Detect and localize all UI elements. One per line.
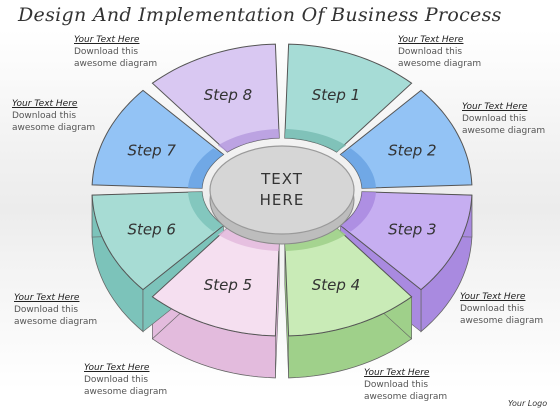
note-heading: Your Text Here bbox=[84, 363, 150, 373]
step-labels: Step 1 Step 2 Step 3 Step 4 Step 5 Step 6 Step… bbox=[127, 86, 436, 294]
segment-inner-band bbox=[188, 191, 224, 232]
note-line1: Download this bbox=[398, 47, 463, 57]
segment-inner-band bbox=[340, 191, 376, 232]
note-heading: Your Text Here bbox=[398, 35, 464, 45]
segment-inner-band bbox=[217, 129, 280, 152]
step-label-6: Step 6 bbox=[127, 220, 175, 238]
note-line2: awesome diagram bbox=[74, 59, 158, 69]
note-bottom-left: Your Text Here Download this awesome dia… bbox=[84, 362, 194, 398]
note-line2: awesome diagram bbox=[364, 392, 448, 402]
note-line1: Download this bbox=[12, 111, 77, 121]
note-line2: awesome diagram bbox=[460, 316, 544, 326]
note-upper-left: Your Text Here Download this awesome dia… bbox=[12, 98, 122, 134]
note-line2: awesome diagram bbox=[84, 387, 168, 397]
page-title: Design And Implementation Of Business Pr… bbox=[18, 4, 502, 26]
center-text-line2: HERE bbox=[260, 191, 305, 209]
note-line2: awesome diagram bbox=[12, 123, 96, 133]
step-label-2: Step 2 bbox=[388, 142, 436, 160]
step-label-3: Step 3 bbox=[388, 220, 436, 238]
step-label-8: Step 8 bbox=[204, 86, 252, 104]
note-line1: Download this bbox=[462, 114, 527, 124]
note-heading: Your Text Here bbox=[364, 368, 430, 378]
note-heading: Your Text Here bbox=[14, 293, 80, 303]
note-line2: awesome diagram bbox=[462, 126, 546, 136]
segment-inner-band bbox=[188, 148, 224, 189]
segment-step-1 bbox=[284, 43, 413, 153]
note-lower-left: Your Text Here Download this awesome dia… bbox=[14, 292, 124, 328]
note-line2: awesome diagram bbox=[14, 317, 98, 327]
note-lower-right: Your Text Here Download this awesome dia… bbox=[460, 291, 560, 327]
step-label-7: Step 7 bbox=[127, 142, 176, 160]
note-line1: Download this bbox=[460, 304, 525, 314]
segment-step-8 bbox=[151, 43, 280, 153]
segment-step-7 bbox=[91, 89, 225, 189]
note-bottom-right: Your Text Here Download this awesome dia… bbox=[364, 367, 474, 403]
note-line2: awesome diagram bbox=[398, 59, 482, 69]
step-label-4: Step 4 bbox=[312, 276, 360, 294]
logo-text: Your Logo bbox=[508, 399, 548, 408]
note-line1: Download this bbox=[14, 305, 79, 315]
note-upper-right: Your Text Here Download this awesome dia… bbox=[462, 101, 560, 137]
note-line1: Download this bbox=[74, 47, 139, 57]
center-hub: TEXT HERE bbox=[209, 145, 355, 245]
note-heading: Your Text Here bbox=[462, 102, 528, 112]
note-line1: Download this bbox=[364, 380, 429, 390]
note-line1: Download this bbox=[84, 375, 149, 385]
note-heading: Your Text Here bbox=[460, 292, 526, 302]
step-label-5: Step 5 bbox=[204, 276, 252, 294]
segment-inner-band bbox=[284, 129, 347, 152]
note-heading: Your Text Here bbox=[74, 35, 140, 45]
note-top-right: Your Text Here Download this awesome dia… bbox=[398, 34, 508, 70]
hub-top bbox=[209, 145, 355, 235]
ring-segments bbox=[91, 43, 473, 337]
step-label-1: Step 1 bbox=[312, 86, 360, 104]
note-top-left: Your Text Here Download this awesome dia… bbox=[74, 34, 184, 70]
segment-inner-band bbox=[340, 148, 376, 189]
center-text-line1: TEXT bbox=[260, 170, 303, 188]
note-heading: Your Text Here bbox=[12, 99, 78, 109]
